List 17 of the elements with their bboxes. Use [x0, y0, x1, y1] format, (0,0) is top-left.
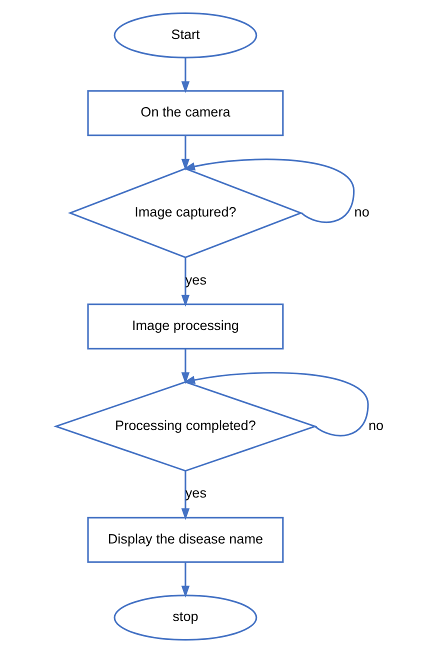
arrow: [183, 372, 369, 436]
node-diamond: Image captured?: [68, 168, 304, 258]
edge-label: no: [368, 418, 384, 433]
arrow: [183, 158, 355, 223]
arrow: [181, 257, 190, 307]
node-box: Display the disease name: [87, 516, 284, 563]
arrow: [181, 562, 190, 598]
arrow: [181, 348, 190, 384]
arrow: [181, 58, 190, 94]
node-diamond: Processing completed?: [53, 381, 318, 472]
node-box: Image processing: [87, 304, 284, 350]
node-ellipse: stop: [114, 594, 258, 641]
edge-label: no: [354, 204, 370, 220]
arrow: [181, 135, 190, 171]
node-ellipse: Start: [114, 12, 258, 58]
node-box: On the camera: [87, 90, 284, 136]
arrow: [181, 470, 190, 520]
